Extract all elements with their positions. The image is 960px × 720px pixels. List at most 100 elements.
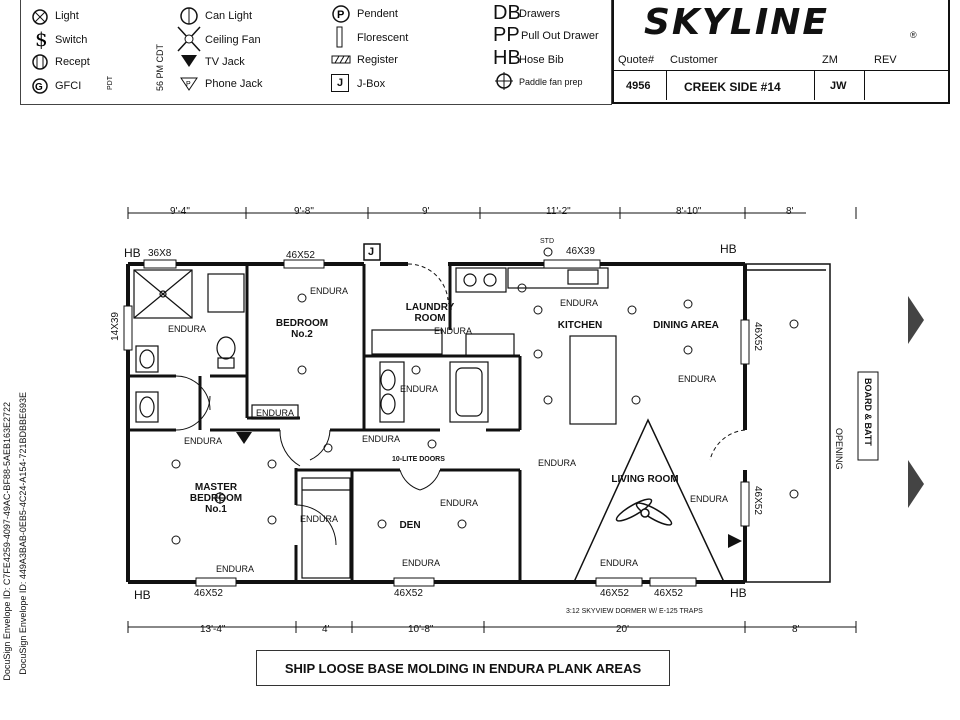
customer-header: Customer (670, 54, 718, 66)
quote-number: 4956 (626, 80, 651, 92)
hose-bib-se: HB (730, 586, 747, 600)
svg-text:$: $ (35, 28, 48, 50)
legend-switch: Switch (55, 34, 88, 46)
quote-header: Quote# (618, 54, 655, 66)
molding-note: SHIP LOOSE BASE MOLDING IN ENDURA PLANK … (256, 650, 670, 686)
hose-bib-ne: HB (720, 242, 737, 256)
floor-label: ENDURA (184, 436, 223, 446)
dim-bottom-5: 8' (792, 624, 800, 635)
ten-lite-doors-label: 10-LITE DOORS (392, 456, 445, 463)
floor-label: ENDURA (362, 434, 401, 444)
dim-top-4: 11'-2" (546, 206, 571, 217)
dim-top-3: 9' (422, 206, 430, 217)
legend-pendent: Pendent (357, 8, 398, 20)
room-den: DEN (399, 520, 421, 531)
floor-label: ENDURA (678, 374, 717, 384)
dormer-note: 3:12 SKYVIEW DORMER W/ E-125 TRAPS (566, 608, 703, 615)
pendent-icon: P (332, 5, 350, 23)
customer-name: CREEK SIDE #14 (684, 80, 781, 94)
j-box-icon: J (331, 74, 349, 92)
dim-top-1: 9'-4" (170, 206, 190, 217)
legend-tv-jack: TV Jack (205, 56, 245, 68)
dim-bottom-3: 10'-8" (408, 624, 434, 635)
window-bath: 14X39 (110, 312, 121, 341)
pull-out-drawer-code: PP (493, 24, 520, 46)
title-block: SKYLINE ® Quote# Customer ZM REV 4956 CR… (612, 0, 950, 104)
board-batt-label: BOARD & BATT (863, 378, 873, 446)
ceiling-fan-icon (177, 26, 201, 52)
svg-text:P: P (186, 81, 191, 88)
dim-bottom-1: 13'-4" (200, 624, 226, 635)
window-36x8: 36X8 (148, 248, 172, 259)
floor-label: ENDURA (400, 384, 439, 394)
floor-label: ENDURA (440, 498, 479, 508)
hose-bib-nw: HB (124, 246, 141, 260)
legend-can-light: Can Light (205, 10, 253, 22)
tv-jack-icon (181, 55, 197, 67)
dim-top-2: 9'-8" (294, 206, 314, 217)
floor-label: ENDURA (434, 326, 473, 336)
receptacle-icon (32, 54, 48, 70)
dim-bottom-4: 20' (616, 624, 630, 635)
legend-florescent: Florescent (357, 32, 409, 44)
window-bedroom2: 46X52 (286, 250, 315, 261)
hose-bib-code: HB (493, 47, 521, 69)
floor-label: ENDURA (168, 324, 207, 334)
window-den: 46X52 (394, 588, 423, 599)
can-light-icon (180, 7, 198, 25)
room-kitchen: KITCHEN (557, 320, 603, 331)
tv-jack-icon (236, 432, 252, 444)
opening-label: OPENING (834, 428, 844, 470)
room-living: LIVING ROOM (611, 474, 679, 485)
window-kitchen: 46X39 (566, 246, 595, 257)
floor-label: ENDURA (600, 558, 639, 568)
register-icon (331, 55, 351, 64)
floor-label: ENDURA (402, 558, 441, 568)
phone-jack-icon: P (180, 77, 198, 91)
legend-gfci: GFCI (55, 80, 82, 92)
legend-register: Register (357, 54, 398, 66)
legend-recept: Recept (55, 56, 90, 68)
legend-pull-out-drawer: Pull Out Drawer (521, 30, 599, 42)
drawers-code: DB (493, 2, 521, 24)
svg-text:G: G (35, 82, 43, 93)
floor-label: ENDURA (256, 408, 295, 418)
dim-top-5: 8'-10" (676, 206, 702, 217)
floor-label: ENDURA (300, 514, 339, 524)
gfci-icon: G (32, 78, 48, 94)
window-master: 46X52 (194, 588, 223, 599)
legend-j-box: J-Box (357, 78, 386, 90)
legend-hose-bib: Hose Bib (519, 54, 564, 66)
hose-bib-sw: HB (134, 588, 151, 602)
legend-light: Light (55, 10, 79, 22)
j-box-label: J (368, 246, 375, 258)
legend-phone-jack: Phone Jack (205, 78, 263, 90)
switch-icon: $ (35, 28, 48, 50)
window-living-2: 46X52 (654, 588, 683, 599)
florescent-icon (336, 26, 343, 48)
window-living: 46X52 (752, 486, 763, 515)
floor-label: ENDURA (310, 286, 349, 296)
room-dining: DINING AREA (653, 320, 719, 331)
legend-ceiling-fan: Ceiling Fan (205, 34, 261, 46)
dim-bottom-2: 4' (322, 624, 330, 635)
window-living-1: 46X52 (600, 588, 629, 599)
registered-mark: ® (910, 30, 917, 40)
floor-label: ENDURA (690, 494, 729, 504)
zm-value: JW (830, 80, 847, 92)
std-label: STD (540, 238, 554, 245)
svg-text:P: P (337, 9, 344, 21)
zm-header: ZM (822, 54, 838, 66)
paddle-fan-prep-icon (495, 72, 513, 90)
tv-jack-icon (728, 534, 742, 548)
legend-drawers: Drawers (519, 8, 560, 20)
dim-top-6: 8' (786, 206, 794, 217)
floor-label: ENDURA (216, 564, 255, 574)
legend-paddle-fan-prep: Paddle fan prep (519, 77, 583, 87)
floor-label: ENDURA (538, 458, 577, 468)
window-dining: 46X52 (752, 322, 763, 351)
light-icon (32, 9, 48, 25)
